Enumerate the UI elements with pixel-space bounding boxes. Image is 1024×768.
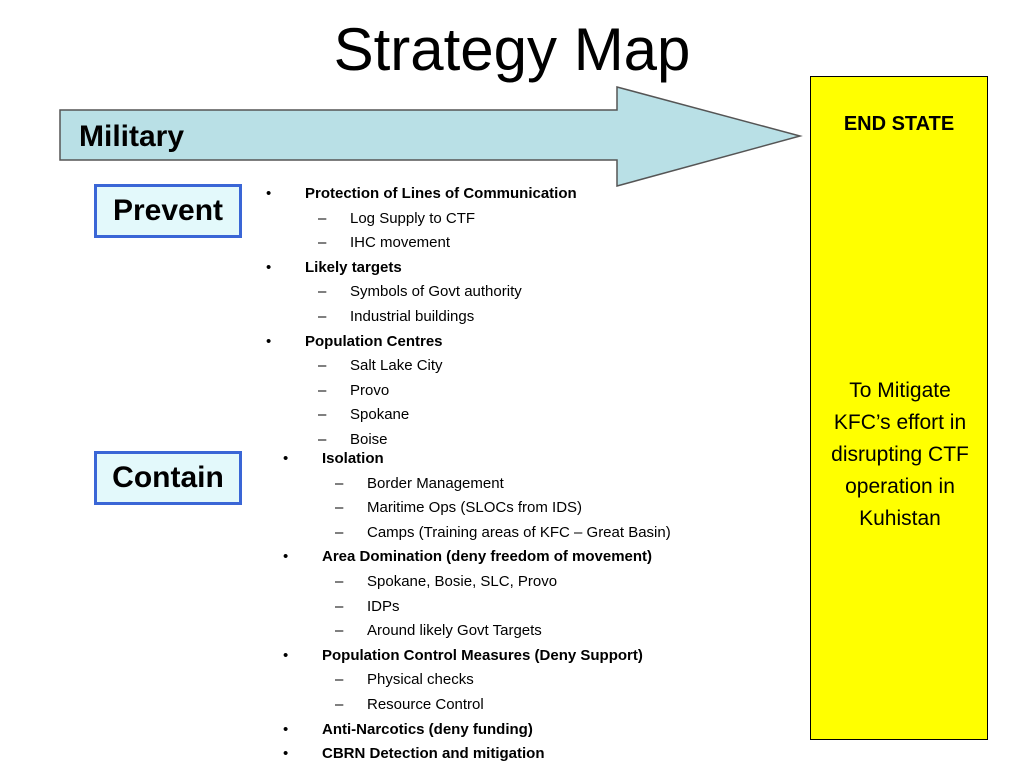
sub-bullet: Spokane bbox=[266, 403, 577, 428]
sub-bullet: Physical checks bbox=[283, 668, 671, 693]
sub-bullet: Around likely Govt Targets bbox=[283, 619, 671, 644]
sub-bullet: Provo bbox=[266, 379, 577, 404]
end-state-box: END STATE To Mitigate KFC’s effort in di… bbox=[810, 76, 988, 740]
arrow-label: Military bbox=[79, 120, 185, 153]
sub-bullet: Salt Lake City bbox=[266, 354, 577, 379]
arrow-shape bbox=[59, 86, 803, 187]
sub-bullet: Maritime Ops (SLOCs from IDS) bbox=[283, 496, 671, 521]
sub-bullet: Log Supply to CTF bbox=[266, 207, 577, 232]
bullet-heading: Area Domination (deny freedom of movemen… bbox=[283, 545, 671, 570]
list-item: Area Domination (deny freedom of movemen… bbox=[283, 545, 671, 643]
bullet-heading: Isolation bbox=[283, 447, 671, 472]
military-arrow bbox=[59, 86, 803, 187]
list-item: Population Control Measures (Deny Suppor… bbox=[283, 644, 671, 718]
sub-bullet: Industrial buildings bbox=[266, 305, 577, 330]
list-item: Isolation Border Management Maritime Ops… bbox=[283, 447, 671, 545]
list-item: Likely targets Symbols of Govt authority… bbox=[266, 256, 577, 330]
slide-title: Strategy Map bbox=[333, 16, 691, 83]
bullet-heading: CBRN Detection and mitigation bbox=[283, 742, 671, 767]
list-item: Population Centres Salt Lake City Provo … bbox=[266, 330, 577, 453]
contain-list: Isolation Border Management Maritime Ops… bbox=[283, 447, 671, 767]
sub-bullet: IDPs bbox=[283, 595, 671, 620]
prevent-list: Protection of Lines of Communication Log… bbox=[266, 182, 577, 453]
sub-bullet: Spokane, Bosie, SLC, Provo bbox=[283, 570, 671, 595]
bullet-heading: Likely targets bbox=[266, 256, 577, 281]
bullet-heading: Anti-Narcotics (deny funding) bbox=[283, 718, 671, 743]
bullet-heading: Population Centres bbox=[266, 330, 577, 355]
end-state-text: To Mitigate KFC’s effort in disrupting C… bbox=[831, 379, 969, 530]
sub-bullet: IHC movement bbox=[266, 231, 577, 256]
sub-bullet: Border Management bbox=[283, 472, 671, 497]
sub-bullet: Boise bbox=[266, 428, 577, 453]
bullet-heading: Population Control Measures (Deny Suppor… bbox=[283, 644, 671, 669]
list-item: Anti-Narcotics (deny funding) bbox=[283, 718, 671, 743]
list-item: CBRN Detection and mitigation bbox=[283, 742, 671, 767]
sub-bullet: Resource Control bbox=[283, 693, 671, 718]
bullet-heading: Protection of Lines of Communication bbox=[266, 182, 577, 207]
contain-box: Contain bbox=[94, 451, 242, 505]
end-state-title: END STATE bbox=[843, 113, 955, 135]
sub-bullet: Symbols of Govt authority bbox=[266, 280, 577, 305]
sub-bullet: Camps (Training areas of KFC – Great Bas… bbox=[283, 521, 671, 546]
list-item: Protection of Lines of Communication Log… bbox=[266, 182, 577, 256]
prevent-box: Prevent bbox=[94, 184, 242, 238]
